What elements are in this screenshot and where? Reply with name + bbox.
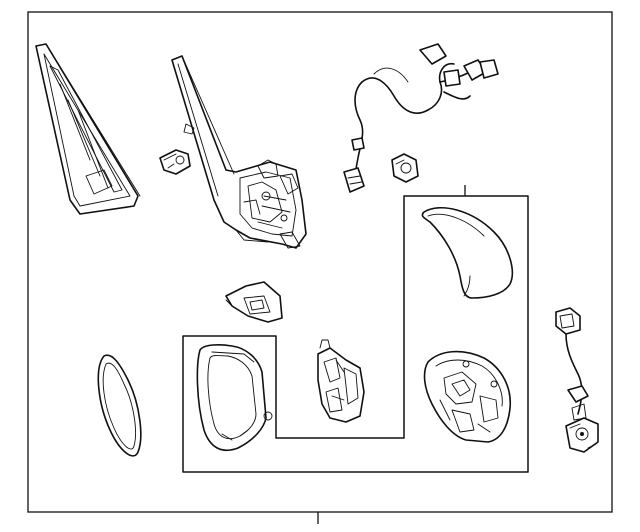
- diagram-border: [27, 11, 613, 524]
- side-camera: [555, 307, 599, 453]
- mirror-inner-housing: [423, 350, 511, 443]
- callout-bracket: [182, 185, 529, 473]
- mirror-glass: [97, 354, 142, 457]
- mirror-housing-base: [171, 55, 307, 249]
- mirror-glass-backing: [35, 43, 141, 215]
- small-trim-bracket: [225, 281, 283, 323]
- mirror-cap-cover: [421, 206, 514, 299]
- mirror-frame-bezel: [196, 344, 273, 452]
- wire-connector-clip: [391, 153, 419, 183]
- mount-clip: [159, 149, 191, 175]
- wiring-harness: [343, 43, 499, 193]
- motor-bracket: [317, 339, 365, 423]
